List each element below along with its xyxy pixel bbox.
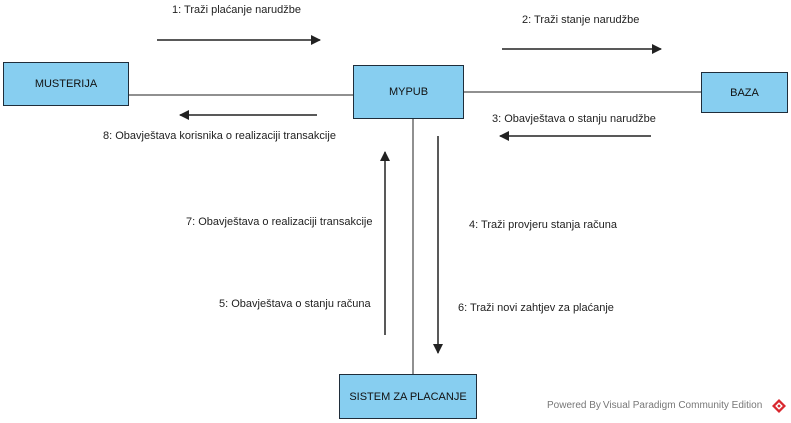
- message-label-6: 6: Traži novi zahtjev za plaćanje: [458, 302, 614, 314]
- object-sistem-za-placanje[interactable]: SISTEM ZA PLACANJE: [339, 374, 477, 419]
- visual-paradigm-logo-icon: [772, 399, 786, 413]
- message-label-5: 5: Obavještava o stanju računa: [219, 298, 371, 310]
- object-baza[interactable]: BAZA: [701, 72, 788, 113]
- footer-powered-by: Powered By Visual Paradigm Community Edi…: [547, 400, 763, 411]
- message-label-1: 1: Traži plaćanje narudžbe: [172, 4, 302, 16]
- message-label-2: 2: Traži stanje narudžbe: [522, 14, 640, 26]
- object-baza-label: BAZA: [730, 86, 759, 99]
- object-mypub[interactable]: MYPUB: [353, 65, 464, 119]
- object-musterija-label: MUSTERIJA: [34, 78, 98, 90]
- message-label-7: 7: Obavještava o realizaciji transakcije: [186, 216, 373, 228]
- object-mypub-label: MYPUB: [388, 86, 429, 98]
- message-label-3: 3: Obavještava o stanju narudžbe: [492, 113, 656, 125]
- object-sistem-label: SISTEM ZA PLACANJE: [349, 390, 467, 403]
- object-musterija[interactable]: MUSTERIJA: [3, 62, 129, 106]
- message-label-8: 8: Obavještava korisnika o realizaciji t…: [103, 130, 336, 142]
- message-label-4: 4: Traži provjeru stanja računa: [469, 219, 617, 231]
